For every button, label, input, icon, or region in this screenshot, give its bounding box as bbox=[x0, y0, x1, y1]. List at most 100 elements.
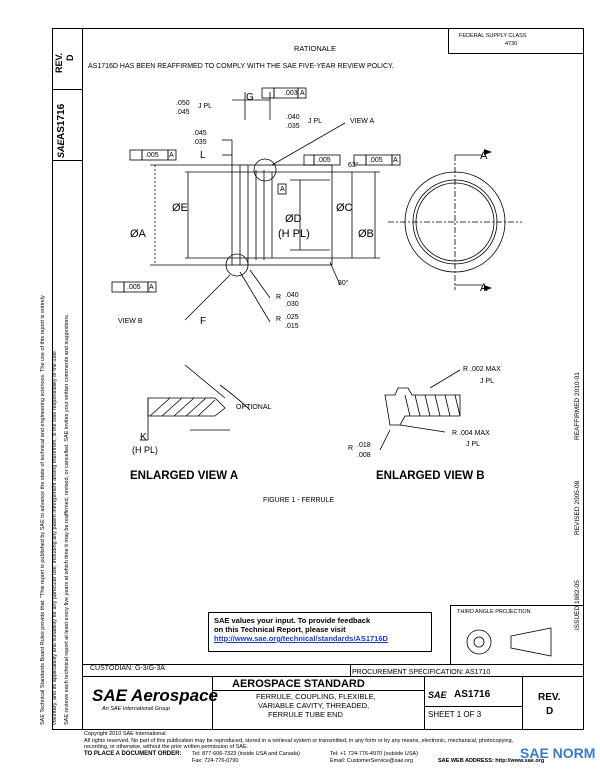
view-b-title: ENLARGED VIEW B bbox=[376, 470, 485, 482]
rev-label: REV. bbox=[54, 52, 64, 73]
dim-r008: .008 bbox=[357, 452, 371, 459]
rights-text: All rights reserved. No part of this pub… bbox=[84, 738, 514, 744]
divider bbox=[52, 160, 82, 161]
legal-notice-2: voluntary, and its applicability and sui… bbox=[52, 347, 58, 725]
feedback-line-1: SAE values your input. To provide feedba… bbox=[214, 616, 371, 625]
left-strip bbox=[52, 28, 82, 730]
view-b-circle bbox=[225, 253, 249, 277]
rights-text-2: recording, or otherwise, without the pri… bbox=[84, 744, 249, 750]
view-b-profile bbox=[384, 387, 461, 426]
dim-jpl-3: J PL bbox=[480, 378, 495, 385]
legal-notice-1: SAE Technical Standards Board Rules prov… bbox=[40, 295, 46, 725]
fsc-box: FEDERAL SUPPLY CLASS 4730 bbox=[448, 28, 584, 54]
dim-r002: R .002 MAX bbox=[463, 366, 501, 373]
dim-k: K bbox=[140, 432, 147, 443]
dim-hpl-2: (H PL) bbox=[132, 445, 159, 455]
rationale-title: RATIONALE bbox=[294, 44, 336, 53]
dim-d: ØD bbox=[285, 213, 302, 225]
dim-b: ØB bbox=[358, 228, 374, 240]
doc-label-vertical: AS1716 bbox=[56, 103, 67, 140]
procurement-spec: PROCUREMENT SPECIFICATION: AS1710 bbox=[352, 669, 491, 676]
section-a-top: A bbox=[480, 150, 488, 162]
dim-hpl: (H PL) bbox=[278, 228, 310, 240]
tol-005-c: .005 bbox=[369, 157, 383, 164]
dim-a: ØA bbox=[130, 228, 146, 240]
optional-label: OPTIONAL bbox=[236, 404, 272, 411]
brand-sub: An SAE International Group bbox=[102, 706, 170, 712]
dim-040: .040 bbox=[286, 114, 300, 121]
doc-number: AS1716 bbox=[454, 689, 491, 700]
dim-e: ØE bbox=[172, 202, 188, 214]
technical-drawing bbox=[111, 87, 522, 451]
dim-035: .035 bbox=[286, 123, 300, 130]
dim-g: G bbox=[246, 92, 254, 103]
rev-box: REV. D bbox=[52, 28, 82, 90]
dim-c: ØC bbox=[336, 202, 353, 214]
dim-jpl-2: J PL bbox=[308, 118, 323, 125]
copyright: Copyright 2010 SAE International bbox=[84, 731, 166, 737]
angle-63: 63° bbox=[348, 162, 359, 169]
watermark: SAE NORM bbox=[520, 745, 596, 761]
dim-050: .050 bbox=[176, 100, 190, 107]
fsc-label: FEDERAL SUPPLY CLASS bbox=[459, 33, 527, 39]
dim-r025: .025 bbox=[285, 314, 299, 321]
sae-logo-small: SAE bbox=[428, 690, 447, 700]
custodian: CUSTODIAN: G-3/G-3A bbox=[90, 665, 165, 672]
dim-r030: .030 bbox=[285, 301, 299, 308]
desc-line-3: FERRULE TUBE END bbox=[268, 710, 343, 719]
rationale-text: AS1716D HAS BEEN REAFFIRMED TO COMPLY WI… bbox=[88, 63, 394, 70]
view-a-label: VIEW A bbox=[350, 118, 375, 125]
brand-logo: SAE Aerospace bbox=[92, 686, 218, 706]
datum-a-1: A bbox=[300, 90, 305, 97]
dim-l: L bbox=[200, 150, 206, 161]
rev-value: D bbox=[65, 54, 75, 62]
tol-003: .003 bbox=[284, 90, 298, 97]
r-letter-1: R bbox=[276, 294, 282, 301]
r-letter-2: R bbox=[276, 316, 282, 323]
feedback-link[interactable]: http://www.sae.org/technical/standards/A… bbox=[214, 634, 388, 643]
tol-005-b: .005 bbox=[317, 157, 331, 164]
third-angle-box: THIRD ANGLE PROJECTION bbox=[450, 605, 584, 665]
dim-f: F bbox=[200, 316, 207, 327]
angle-30: 30° bbox=[338, 280, 349, 287]
tol-005-d: .005 bbox=[127, 284, 141, 291]
legal-notice-3: SAE reviews each technical report at lea… bbox=[64, 313, 70, 725]
datum-a-2: A bbox=[169, 152, 174, 159]
dim-r018: .018 bbox=[357, 442, 371, 449]
sheet-number: SHEET 1 OF 3 bbox=[428, 710, 482, 719]
tol-005-a: .005 bbox=[145, 152, 159, 159]
view-b-label: VIEW B bbox=[118, 318, 143, 325]
datum-a-3: A bbox=[393, 157, 398, 164]
tel-2: Tel: +1 724-776-4970 (outside USA) bbox=[330, 751, 418, 757]
tel-1: Tel: 877-606-7323 (inside USA and Canada… bbox=[192, 751, 300, 757]
view-a-title: ENLARGED VIEW A bbox=[130, 470, 239, 482]
section-a-bottom: A bbox=[480, 282, 488, 294]
order-label: TO PLACE A DOCUMENT ORDER: bbox=[84, 751, 182, 757]
dim-045b: .045 bbox=[193, 130, 207, 137]
dim-jpl: J PL bbox=[198, 103, 213, 110]
r-letter-3: R bbox=[348, 445, 354, 452]
dim-jpl-4: J PL bbox=[466, 441, 481, 448]
dim-045: .045 bbox=[176, 109, 190, 116]
rev-label-title: REV. bbox=[538, 692, 561, 703]
fsc-code: 4730 bbox=[505, 41, 518, 47]
email: Email: CustomerService@sae.org bbox=[330, 758, 413, 764]
view-a-circle bbox=[253, 158, 277, 182]
feedback-line-2: on this Technical Report, please visit bbox=[214, 625, 346, 634]
third-angle-label: THIRD ANGLE PROJECTION bbox=[457, 609, 531, 615]
desc-line-2: VARIABLE CAVITY, THREADED, bbox=[258, 701, 370, 710]
rev-value-title: D bbox=[546, 706, 554, 717]
ferrule-body bbox=[231, 164, 333, 266]
document-frame bbox=[82, 28, 584, 730]
projection-symbol-icon bbox=[466, 627, 552, 657]
datum-a-4: A bbox=[149, 284, 154, 291]
dim-r004: R .004 MAX bbox=[452, 430, 490, 437]
fax: Fax: 724-776-0790 bbox=[192, 758, 239, 764]
dim-r015: .015 bbox=[285, 323, 299, 330]
dim-r040: .040 bbox=[285, 292, 299, 299]
web-address[interactable]: SAE WEB ADDRESS: http://www.sae.org bbox=[438, 758, 545, 764]
datum-a-5: A bbox=[280, 186, 285, 193]
sae-logo-vertical: SAE bbox=[56, 139, 66, 158]
feedback-box: SAE values your input. To provide feedba… bbox=[208, 612, 432, 652]
brand-text: SAE Aerospace bbox=[92, 686, 218, 705]
